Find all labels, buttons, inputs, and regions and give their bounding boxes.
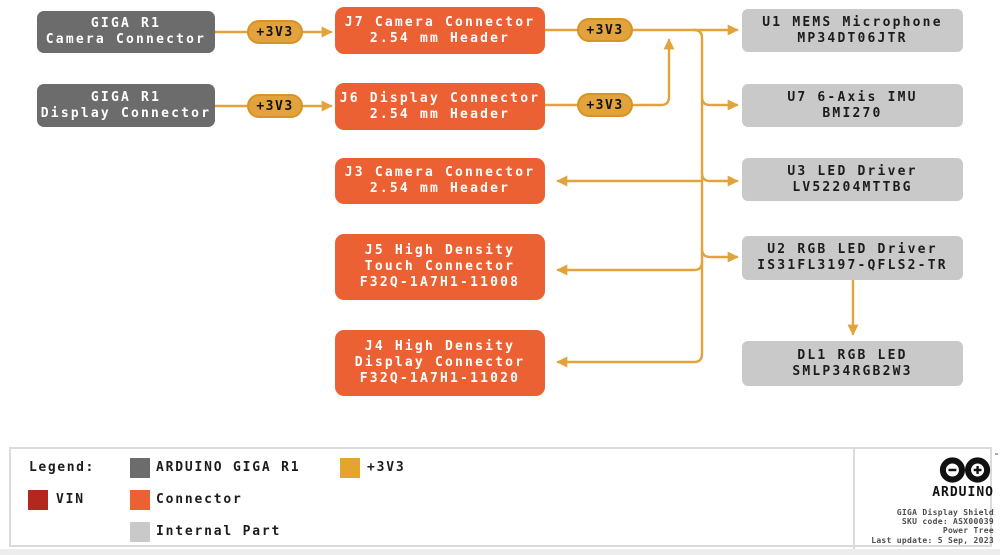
rail-badge-3v3: +3V3: [577, 93, 633, 117]
legend-label-3v3: +3V3: [367, 460, 406, 475]
arduino-logo-icon: ™: [938, 453, 998, 487]
footer-line-sku: SKU code: ASX00039: [901, 517, 994, 527]
trademark-symbol: ™: [994, 453, 998, 459]
node-line: GIGA R1: [90, 89, 162, 105]
wire-layer: [213, 24, 859, 368]
legend-label-connector: Connector: [156, 492, 243, 507]
legend-label-arduino-giga: ARDUINO GIGA R1: [156, 460, 301, 475]
node-dl1-rgb-led: DL1 RGB LED SMLP34RGB2W3: [742, 341, 963, 386]
wire-j6-rail-up: [631, 38, 675, 107]
node-line: J6 Display Connector: [339, 90, 541, 106]
rail-badge-3v3: +3V3: [577, 18, 633, 42]
footer-line-product: GIGA Display Shield: [896, 508, 994, 517]
legend-title: Legend:: [29, 460, 95, 475]
node-line: U1 MEMS Microphone: [762, 14, 943, 30]
node-line: IS31FL3197-QFLS2-TR: [757, 258, 948, 273]
footer-info: GIGA Display Shield SKU code: ASX00039 P…: [855, 508, 994, 545]
node-line: J3 Camera Connector: [344, 165, 536, 180]
node-line: 2.54 mm Header: [369, 30, 511, 46]
node-j5-touch-connector: J5 High Density Touch Connector F32Q-1A7…: [335, 234, 545, 300]
wire-trunk-to-j4: [556, 28, 704, 368]
node-line: GIGA R1: [90, 16, 162, 31]
rail-badge-3v3: +3V3: [247, 20, 303, 44]
node-giga-camera-connector: GIGA R1 Camera Connector: [37, 11, 215, 53]
node-j7-camera-connector: J7 Camera Connector 2.54 mm Header: [335, 7, 545, 54]
node-line: U2 RGB LED Driver: [767, 242, 938, 257]
node-line: 2.54 mm Header: [369, 106, 511, 122]
node-line: J5 High Density: [364, 243, 516, 258]
node-line: U7 6-Axis IMU: [787, 89, 918, 105]
node-u1-mems-microphone: U1 MEMS Microphone MP34DT06JTR: [742, 9, 963, 52]
footer-line-doc-type: Power Tree: [942, 526, 994, 536]
legend-swatch-3v3: [340, 458, 360, 478]
legend-label-vin: VIN: [56, 492, 85, 507]
node-j3-camera-connector: J3 Camera Connector 2.54 mm Header: [335, 158, 545, 204]
page-bottom-strip: [0, 549, 1000, 555]
footer-line-last-update: Last update: 5 Sep, 2023: [871, 535, 994, 545]
legend-swatch-arduino-giga: [130, 458, 150, 478]
legend-swatch-vin: [28, 490, 48, 510]
node-j6-display-connector: J6 Display Connector 2.54 mm Header: [335, 83, 545, 130]
node-line: F32Q-1A7H1-11008: [359, 275, 521, 290]
node-line: Touch Connector: [364, 259, 516, 274]
legend-label-internal-part: Internal Part: [156, 524, 282, 539]
node-line: DL1 RGB LED: [797, 347, 908, 363]
brand-name: ARDUINO: [932, 485, 994, 500]
brand-cell: ™ ARDUINO GIGA Display Shield SKU code: …: [853, 449, 1000, 553]
node-line: F32Q-1A7H1-11020: [359, 371, 521, 386]
node-u2-rgb-led-driver: U2 RGB LED Driver IS31FL3197-QFLS2-TR: [742, 236, 963, 280]
node-j4-display-connector: J4 High Density Display Connector F32Q-1…: [335, 330, 545, 396]
legend-swatch-connector: [130, 490, 150, 510]
node-line: J4 High Density: [364, 339, 516, 354]
wire-trunk-to-u3: [700, 171, 739, 187]
node-line: 2.54 mm Header: [369, 181, 511, 196]
node-line: Camera Connector: [45, 32, 207, 47]
node-line: MP34DT06JTR: [797, 30, 908, 46]
node-line: SMLP34RGB2W3: [792, 363, 913, 379]
rail-badge-3v3: +3V3: [247, 94, 303, 118]
node-u7-imu: U7 6-Axis IMU BMI270: [742, 84, 963, 127]
wire-trunk-to-u2: [700, 247, 739, 263]
node-giga-display-connector: GIGA R1 Display Connector: [37, 84, 215, 127]
node-line: U3 LED Driver: [787, 163, 918, 179]
node-line: Display Connector: [40, 105, 212, 121]
node-line: BMI270: [822, 105, 883, 121]
legend-swatch-internal-part: [130, 522, 150, 542]
legend-panel: Legend: ARDUINO GIGA R1 +3V3 VIN Connect…: [9, 447, 998, 553]
wire-trunk-to-j5: [556, 260, 704, 276]
node-line: LV52204MTTBG: [792, 179, 913, 195]
wire-trunk-to-u7: [700, 95, 739, 111]
node-line: J7 Camera Connector: [344, 14, 536, 30]
node-u3-led-driver: U3 LED Driver LV52204MTTBG: [742, 158, 963, 201]
node-line: Display Connector: [354, 355, 526, 370]
